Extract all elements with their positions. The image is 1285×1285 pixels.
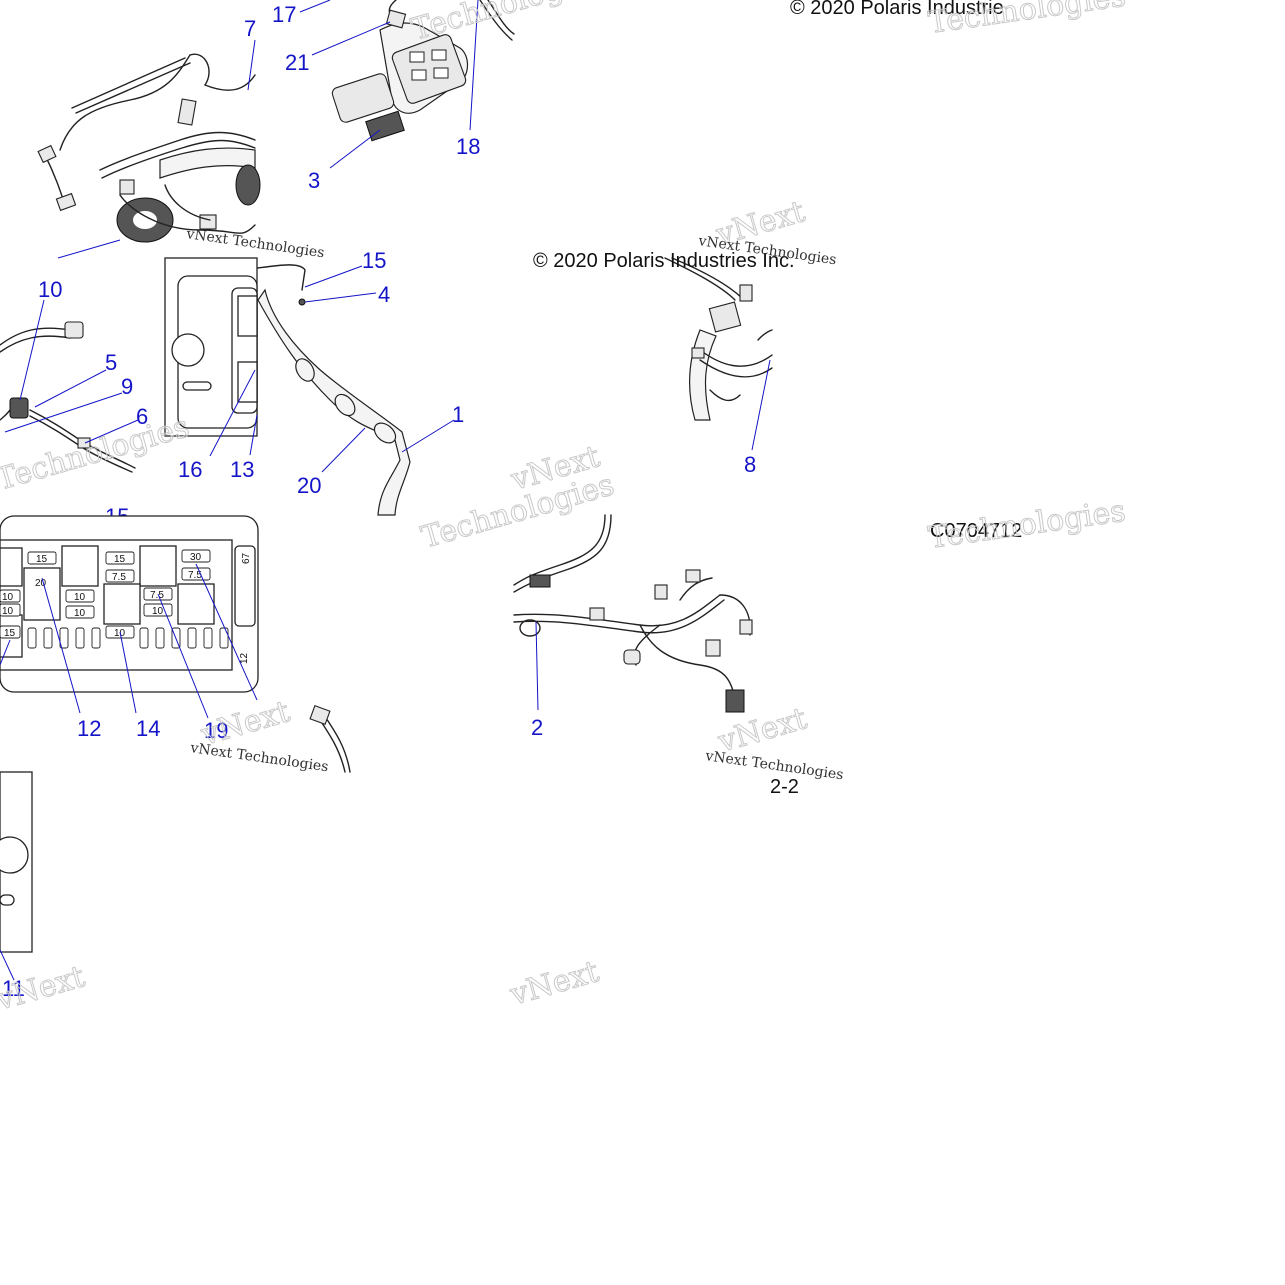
copyright-mid: © 2020 Polaris Industries Inc. bbox=[533, 250, 795, 272]
fuse-rating: 7.5 bbox=[150, 590, 164, 601]
callout-15-b: 15 bbox=[362, 248, 386, 273]
watermark-brand: Technologies bbox=[926, 0, 1127, 41]
tile-copyright-mid: © 2020 Polaris Industries Inc. C0704712 bbox=[533, 250, 1022, 542]
fuse-rating: 10 bbox=[2, 592, 14, 603]
fuse-rating: 15 bbox=[36, 554, 48, 565]
callout-13: 13 bbox=[230, 457, 254, 482]
callout-12: 12 bbox=[77, 716, 101, 741]
tile-harness-sensor: 8 bbox=[664, 257, 773, 477]
callout-6: 6 bbox=[136, 404, 148, 429]
callout-4: 4 bbox=[378, 282, 390, 307]
fuse-rating: 10 bbox=[152, 606, 164, 617]
callout-2: 2 bbox=[531, 715, 543, 740]
callout-17: 17 bbox=[272, 2, 296, 27]
fuse-rating: 10 bbox=[2, 606, 14, 617]
fuse-rating: 12 bbox=[239, 652, 250, 664]
callout-7: 7 bbox=[244, 16, 256, 41]
callout-11: 11 bbox=[2, 976, 25, 1001]
page-fragment: 2-2 bbox=[770, 776, 799, 798]
tile-harness-left: 7 bbox=[37, 16, 261, 259]
watermark-brand: Technologies bbox=[408, 0, 609, 48]
callout-9: 9 bbox=[121, 374, 133, 399]
fuse-terminals bbox=[27, 627, 229, 649]
fuse-rating: 10 bbox=[74, 592, 86, 603]
watermark-brand: vNext bbox=[506, 954, 603, 1013]
tile-main-harness: 15 4 1 20 bbox=[257, 248, 464, 516]
watermark-brand: Technologies bbox=[926, 494, 1127, 556]
tile-fuse-block: 15 20 10 10 15 7.5 10 10 10 7.5 10 30 7.… bbox=[0, 515, 259, 743]
callout-14: 14 bbox=[136, 716, 160, 741]
callout-3: 3 bbox=[308, 168, 320, 193]
fuse-rating: 30 bbox=[190, 552, 202, 563]
fuse-rating: 67 bbox=[241, 552, 252, 564]
callout-5: 5 bbox=[105, 350, 117, 375]
fuse-rating: 7.5 bbox=[112, 572, 126, 583]
callout-16: 16 bbox=[178, 457, 202, 482]
watermark-brand: Technologies bbox=[0, 409, 193, 497]
tile-module-top: 17 21 18 3 bbox=[272, 0, 515, 193]
callout-10: 10 bbox=[38, 277, 62, 302]
tile-fuse-frame: 16 13 bbox=[164, 257, 258, 482]
watermark-line: vNext Technologies bbox=[188, 740, 329, 775]
tile-fuse-frame-partial: 11 bbox=[0, 771, 33, 1001]
drawing-code: C0704712 bbox=[930, 520, 1022, 542]
tile-harness-bottom: 2 2-2 bbox=[513, 514, 799, 798]
tile-small-connector bbox=[309, 704, 351, 773]
watermark-line: vNext Technologies bbox=[184, 226, 325, 261]
callout-19: 19 bbox=[204, 718, 228, 743]
watermark-brand: vNext bbox=[0, 959, 89, 1018]
fuse-rating: 10 bbox=[74, 608, 86, 619]
callout-1: 1 bbox=[452, 402, 464, 427]
fuse-rating: 15 bbox=[114, 554, 126, 565]
fuse-rating: 20 bbox=[35, 578, 47, 589]
copyright-top: © 2020 Polaris Industrie bbox=[790, 0, 1004, 19]
fuse-rating: 10 bbox=[114, 628, 126, 639]
callout-20: 20 bbox=[297, 473, 321, 498]
tile-copyright-top: © 2020 Polaris Industrie bbox=[790, 0, 1004, 19]
callout-18: 18 bbox=[456, 134, 480, 159]
callout-21: 21 bbox=[285, 50, 309, 75]
fuse-rating: 15 bbox=[4, 628, 16, 639]
callout-8: 8 bbox=[744, 452, 756, 477]
fuse-rating: 7.5 bbox=[188, 570, 202, 581]
